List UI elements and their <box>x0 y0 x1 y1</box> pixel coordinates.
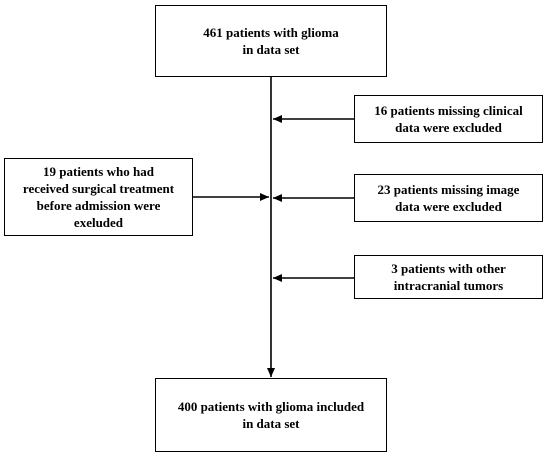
exclusion-box-clinical: 16 patients missing clinical data were e… <box>354 95 543 143</box>
exclusion-surgical-line: 19 patients who had <box>43 164 154 179</box>
exclusion-surgical-line: exeluded <box>73 215 124 230</box>
start-box-line: 461 patients with glioma <box>203 25 339 40</box>
exclusion-image-text: 23 patients missing image data were excl… <box>378 181 520 215</box>
end-box-line: 400 patients with glioma included <box>177 399 365 414</box>
exclusion-box-image: 23 patients missing image data were excl… <box>354 174 543 222</box>
exclusion-tumors-line: intracranial tumors <box>393 278 504 293</box>
exclusion-box-surgical: 19 patients who had received surgical tr… <box>4 158 193 236</box>
end-box: 400 patients with glioma included in dat… <box>155 378 387 452</box>
exclusion-surgical-line: received surgical treatment <box>22 181 175 196</box>
start-box-line: in data set <box>242 42 300 57</box>
exclusion-clinical-line: data were excluded <box>395 120 502 135</box>
exclusion-tumors-line: 3 patients with other <box>391 261 506 276</box>
exclusion-clinical-text: 16 patients missing clinical data were e… <box>374 102 522 136</box>
exclusion-tumors-text: 3 patients with other intracranial tumor… <box>391 260 505 294</box>
exclusion-surgical-text: 19 patients who had received surgical tr… <box>23 163 174 231</box>
exclusion-box-tumors: 3 patients with other intracranial tumor… <box>354 255 543 299</box>
start-box: 461 patients with glioma in data set <box>155 5 387 77</box>
exclusion-image-line: 23 patients missing image <box>377 182 520 197</box>
exclusion-surgical-line: before admission were <box>36 198 161 213</box>
start-box-text: 461 patients with glioma in data set <box>203 24 338 58</box>
exclusion-image-line: data were excluded <box>395 199 502 214</box>
exclusion-clinical-line: 16 patients missing clinical <box>374 103 523 118</box>
end-box-text: 400 patients with glioma included in dat… <box>178 398 364 432</box>
end-box-line: in data set <box>242 416 300 431</box>
